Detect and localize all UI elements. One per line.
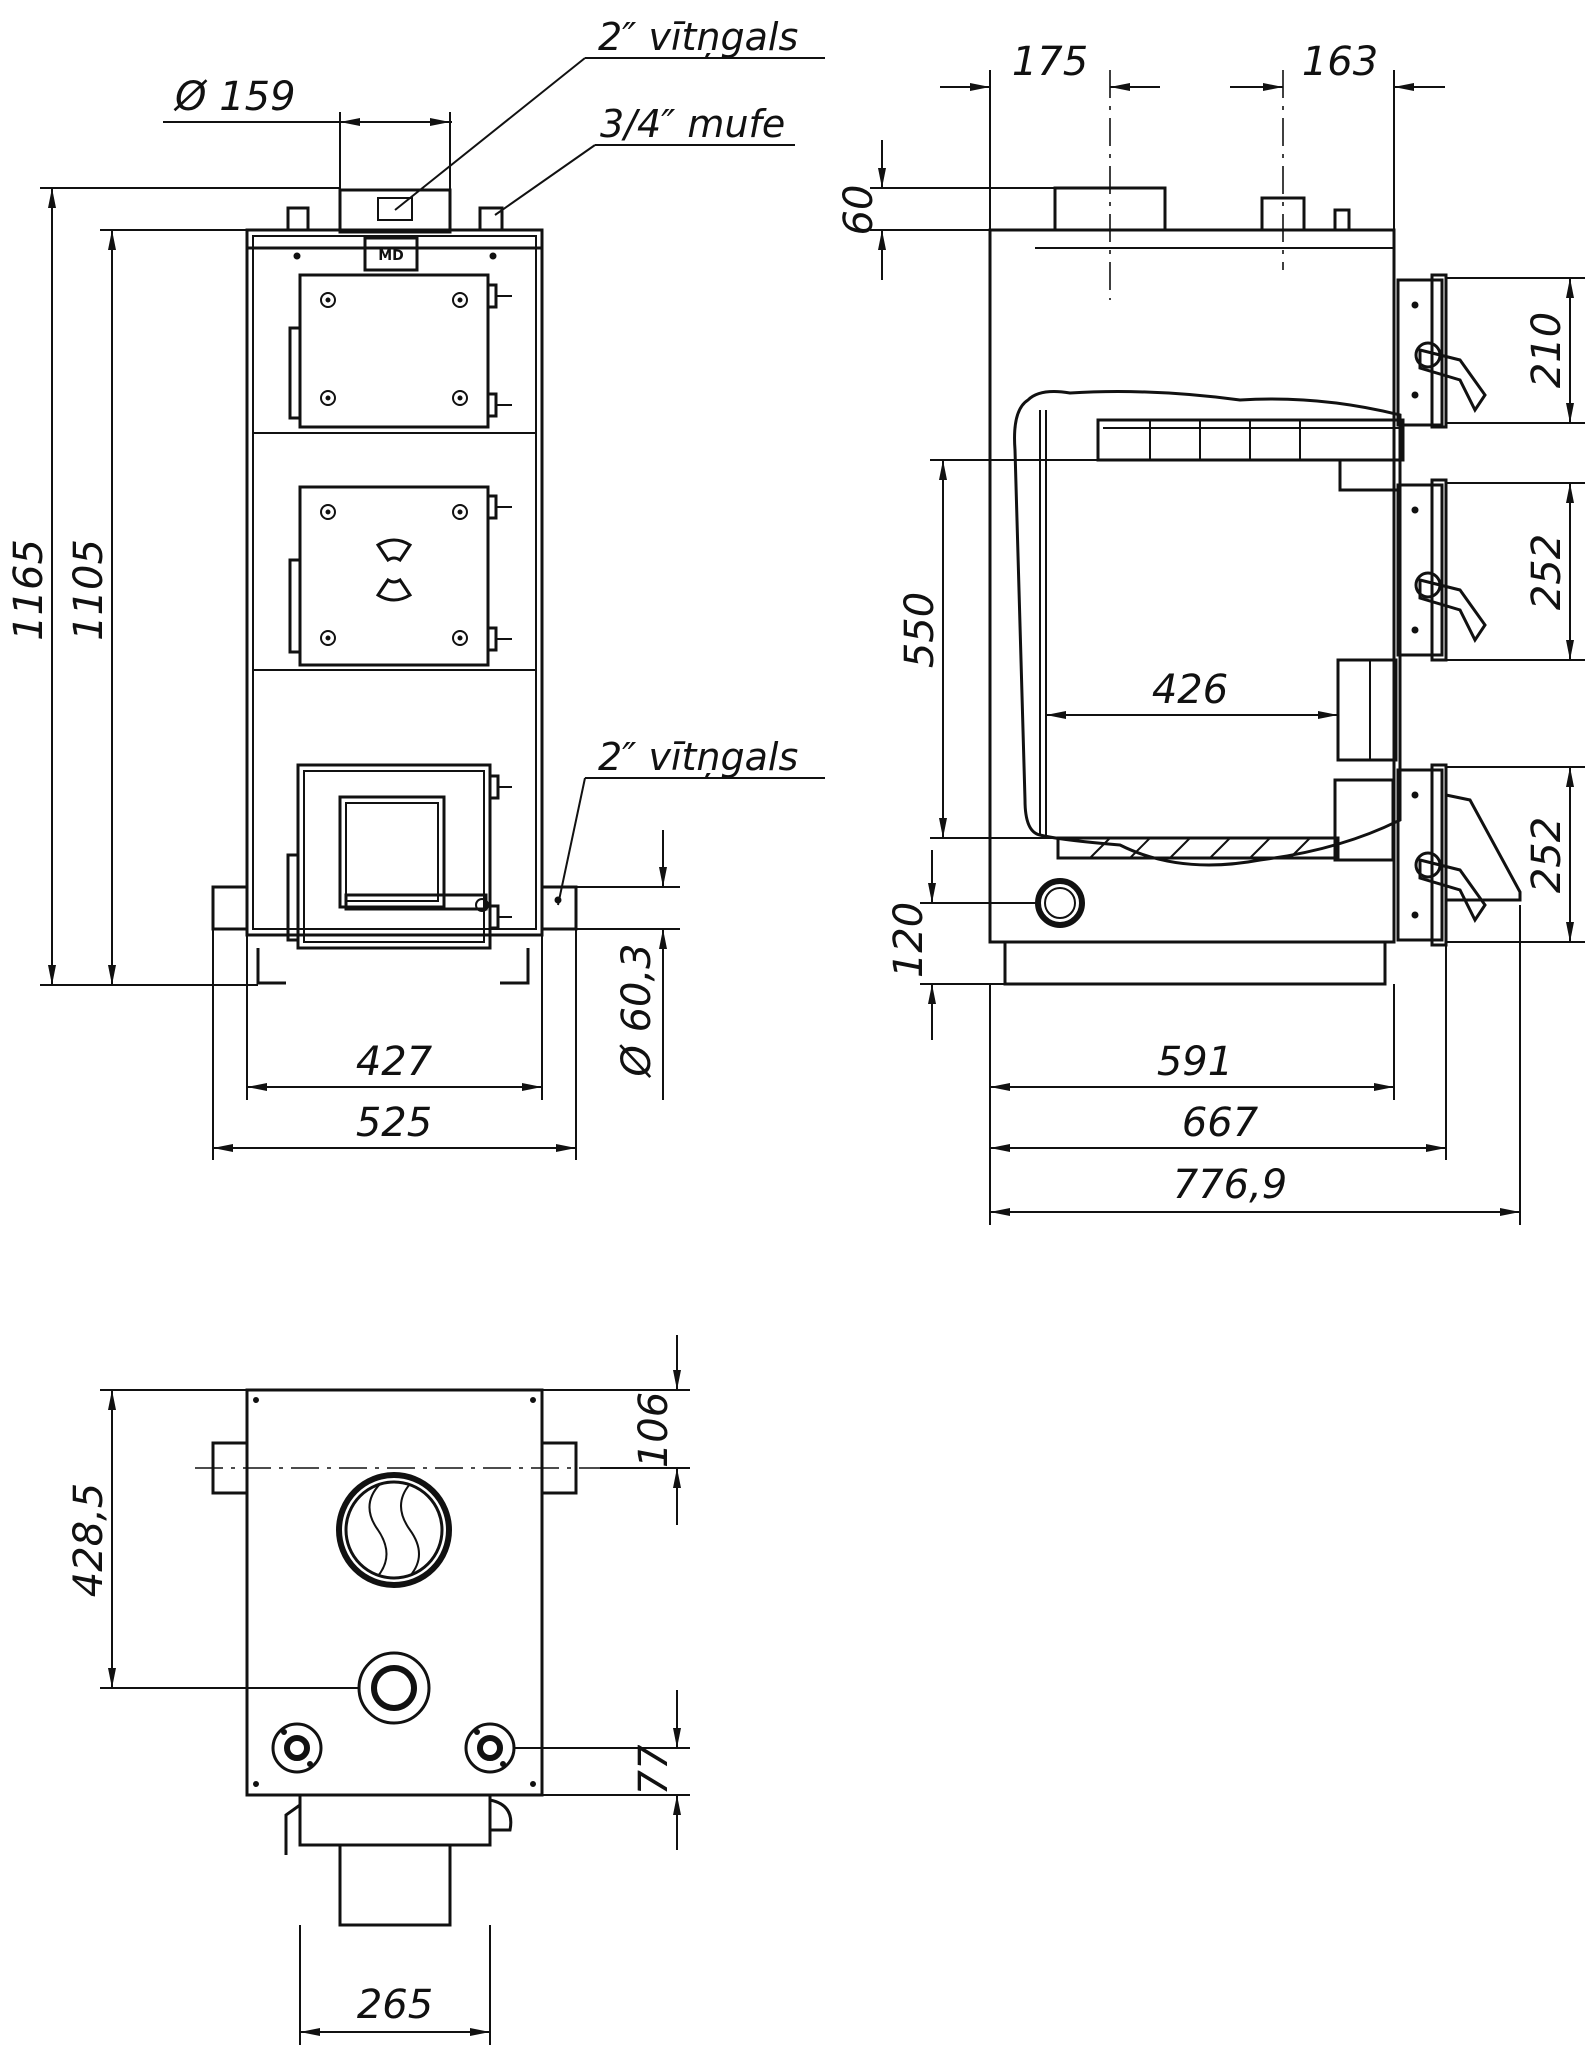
- side-body: [988, 228, 1396, 944]
- top-coupling-right: [464, 1722, 516, 1774]
- cutaway-area: [1013, 390, 1402, 867]
- front-view: MD: [6, 15, 825, 1160]
- dim-depth-doors: 667: [1182, 1100, 1259, 1146]
- leg-left: [256, 948, 286, 985]
- side-view: 175 163 60 210 252 252 550 426: [836, 39, 1585, 1225]
- dim-width-body: 427: [356, 1039, 433, 1085]
- coupling-left: [286, 206, 310, 232]
- dim-chamber-depth: 426: [1152, 667, 1228, 713]
- dim-depth-total: 776,9: [1173, 1162, 1288, 1208]
- handle-upper-icon: [1418, 348, 1487, 413]
- top-flue: [336, 1472, 452, 1588]
- top-coupling: [357, 1651, 431, 1725]
- dim-coupling-offset: 163: [1302, 39, 1378, 85]
- dim-top-coupling-offset: 77: [631, 1744, 677, 1795]
- dim-chamber-height: 550: [897, 592, 943, 668]
- dim-return-diameter: Ø 60,3: [614, 943, 660, 1078]
- side-base: [1003, 940, 1387, 986]
- return-nipple-right: [540, 885, 578, 931]
- upper-door: [288, 273, 512, 429]
- dim-top-depth: 428,5: [66, 1483, 112, 1598]
- dim-depth-body: 591: [1157, 1039, 1233, 1085]
- top-view: 428,5 106 77 265: [66, 1335, 690, 2045]
- air-regulator-icon: [375, 538, 413, 563]
- door-hinge-column: [1396, 273, 1448, 947]
- dim-door2-height: 252: [1524, 534, 1570, 610]
- door-handles: [1414, 341, 1487, 923]
- flue-pipe: [338, 188, 452, 234]
- top-handle-icon: [489, 1798, 513, 1832]
- top-door-edge: [298, 1793, 492, 1847]
- dim-width-total: 525: [356, 1100, 432, 1146]
- middle-door: [288, 485, 512, 667]
- dim-door3-height: 252: [1524, 817, 1570, 893]
- top-ash-box: [338, 1843, 452, 1927]
- dim-flue-diameter: Ø 159: [173, 74, 296, 120]
- handle-middle-icon: [1418, 578, 1487, 643]
- dim-top-height: 60: [836, 185, 882, 236]
- dim-door1-height: 210: [1524, 312, 1570, 388]
- grate: [1056, 836, 1340, 860]
- front-top-cap: [245, 228, 544, 250]
- dim-top-width: 265: [357, 1982, 433, 2028]
- middle-door-frame: [1336, 658, 1398, 762]
- ash-bracket: [1445, 793, 1522, 902]
- dim-height-body: 1105: [66, 539, 112, 641]
- dim-top-nipple-offset: 106: [631, 1392, 677, 1468]
- dim-flue-offset: 175: [1012, 39, 1088, 85]
- return-nipple-left: [211, 885, 249, 931]
- coupling-right: [478, 206, 504, 232]
- label-top-nipple: 2″ vītņgals: [598, 15, 798, 59]
- ash-door: [286, 763, 512, 950]
- logo-mark: MD: [378, 248, 404, 264]
- dim-height-total: 1165: [6, 539, 52, 641]
- top-body: [245, 1388, 544, 1797]
- top-coupling-left: [271, 1722, 323, 1774]
- handle-lower-icon: [1418, 858, 1487, 923]
- logo-plate: [363, 236, 419, 272]
- ash-door-frame: [1333, 778, 1395, 862]
- label-coupling: 3/4″ mufe: [600, 102, 785, 146]
- dim-return-height: 120: [886, 902, 932, 978]
- label-bottom-nipple: 2″ vītņgals: [598, 735, 798, 779]
- leg-right: [500, 948, 530, 985]
